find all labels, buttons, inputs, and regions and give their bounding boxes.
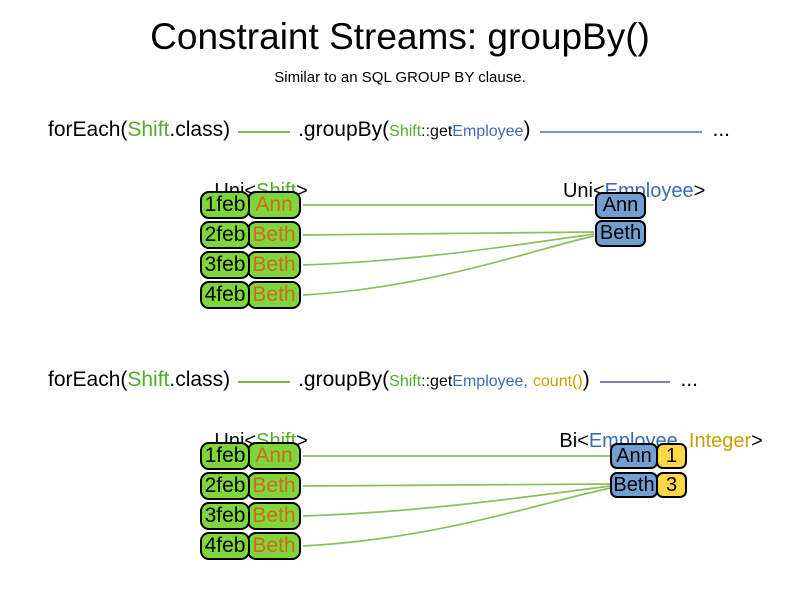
connector-line xyxy=(302,233,595,266)
shift-date-cell: 1feb xyxy=(200,191,250,219)
page-title: Constraint Streams: groupBy() xyxy=(150,16,650,57)
code-foreach-open: forEach( xyxy=(48,118,128,141)
group-employee-cell: Beth xyxy=(595,220,646,247)
code-arg-method: ::get xyxy=(421,123,453,140)
stream-line-green xyxy=(238,131,291,133)
stream-line-purple xyxy=(599,381,671,383)
shift-employee-cell: Beth xyxy=(247,281,301,309)
code-line-1: forEach(Shift.class) .groupBy(Shift::get… xyxy=(48,118,730,142)
code-line-2: forEach(Shift.class) .groupBy(Shift::get… xyxy=(48,368,698,392)
code-foreach-close: .class) xyxy=(169,118,231,141)
group-row: Ann 1 xyxy=(610,443,687,469)
label-close: > xyxy=(751,430,763,452)
shift-employee-cell: Beth xyxy=(247,532,301,560)
label-close: > xyxy=(693,180,706,202)
page-subtitle: Similar to an SQL GROUP BY clause. xyxy=(274,69,526,86)
stream-line-blue xyxy=(540,131,703,133)
shift-row: 3feb Beth xyxy=(200,502,301,530)
code-groupby-close: ) xyxy=(523,118,531,141)
shift-employee-cell: Ann xyxy=(247,442,301,470)
code-groupby-close: ) xyxy=(582,368,590,391)
shift-row: 4feb Beth xyxy=(200,281,301,309)
group-row: Beth 3 xyxy=(610,472,687,498)
label-close: > xyxy=(296,430,308,452)
code-arg-class: Shift xyxy=(389,123,422,140)
shift-row: 4feb Beth xyxy=(200,532,301,560)
shift-employee-cell: Beth xyxy=(247,472,301,500)
code-foreach-close: .class) xyxy=(169,368,231,391)
connector-line xyxy=(302,231,595,236)
connector-line xyxy=(302,485,612,517)
code-ellipsis: ... xyxy=(680,368,698,391)
group-row: Beth xyxy=(595,220,646,247)
shift-date-cell: 3feb xyxy=(200,251,250,279)
code-foreach-class: Shift xyxy=(127,118,170,141)
code-foreach-open: forEach( xyxy=(48,368,128,391)
shift-date-cell: 2feb xyxy=(200,472,250,500)
shift-employee-cell: Beth xyxy=(247,221,301,249)
shift-date-cell: 4feb xyxy=(200,532,250,560)
connector-line xyxy=(302,235,595,296)
group-employee-cell: Ann xyxy=(610,443,658,469)
shift-date-cell: 2feb xyxy=(200,221,250,249)
shift-employee-cell: Beth xyxy=(247,251,301,279)
code-arg-class: Shift xyxy=(389,373,422,390)
shift-row: 2feb Beth xyxy=(200,221,301,249)
group-count-cell: 3 xyxy=(656,472,687,498)
shift-row: 3feb Beth xyxy=(200,251,301,279)
shift-row: 2feb Beth xyxy=(200,472,301,500)
label-open: Bi< xyxy=(559,430,589,452)
shift-row: 1feb Ann xyxy=(200,442,301,470)
shift-row: 1feb Ann xyxy=(200,191,301,219)
shift-employee-cell: Ann xyxy=(247,191,301,219)
label-separator: , xyxy=(677,430,689,452)
code-arg-type: Employee xyxy=(452,123,524,140)
connector-line xyxy=(302,487,612,547)
code-ellipsis: ... xyxy=(712,118,730,141)
label-type2: Integer xyxy=(688,430,752,452)
group-count-cell: 1 xyxy=(656,443,687,469)
code-foreach-class: Shift xyxy=(127,368,170,391)
code-arg-collector: count() xyxy=(532,373,583,390)
connector-line xyxy=(302,483,612,487)
label-open: Uni< xyxy=(562,180,605,202)
shift-date-cell: 4feb xyxy=(200,281,250,309)
code-groupby-open: .groupBy( xyxy=(298,368,390,391)
group-employee-cell: Beth xyxy=(610,472,658,498)
code-groupby-open: .groupBy( xyxy=(298,118,390,141)
shift-date-cell: 1feb xyxy=(200,442,250,470)
shift-employee-cell: Beth xyxy=(247,502,301,530)
label-close: > xyxy=(296,180,308,202)
code-arg-type: Employee, xyxy=(452,373,528,390)
shift-date-cell: 3feb xyxy=(200,502,250,530)
code-arg-method: ::get xyxy=(421,373,453,390)
group-row: Ann xyxy=(595,192,646,219)
group-employee-cell: Ann xyxy=(595,192,646,219)
stream-line-green xyxy=(238,381,291,383)
